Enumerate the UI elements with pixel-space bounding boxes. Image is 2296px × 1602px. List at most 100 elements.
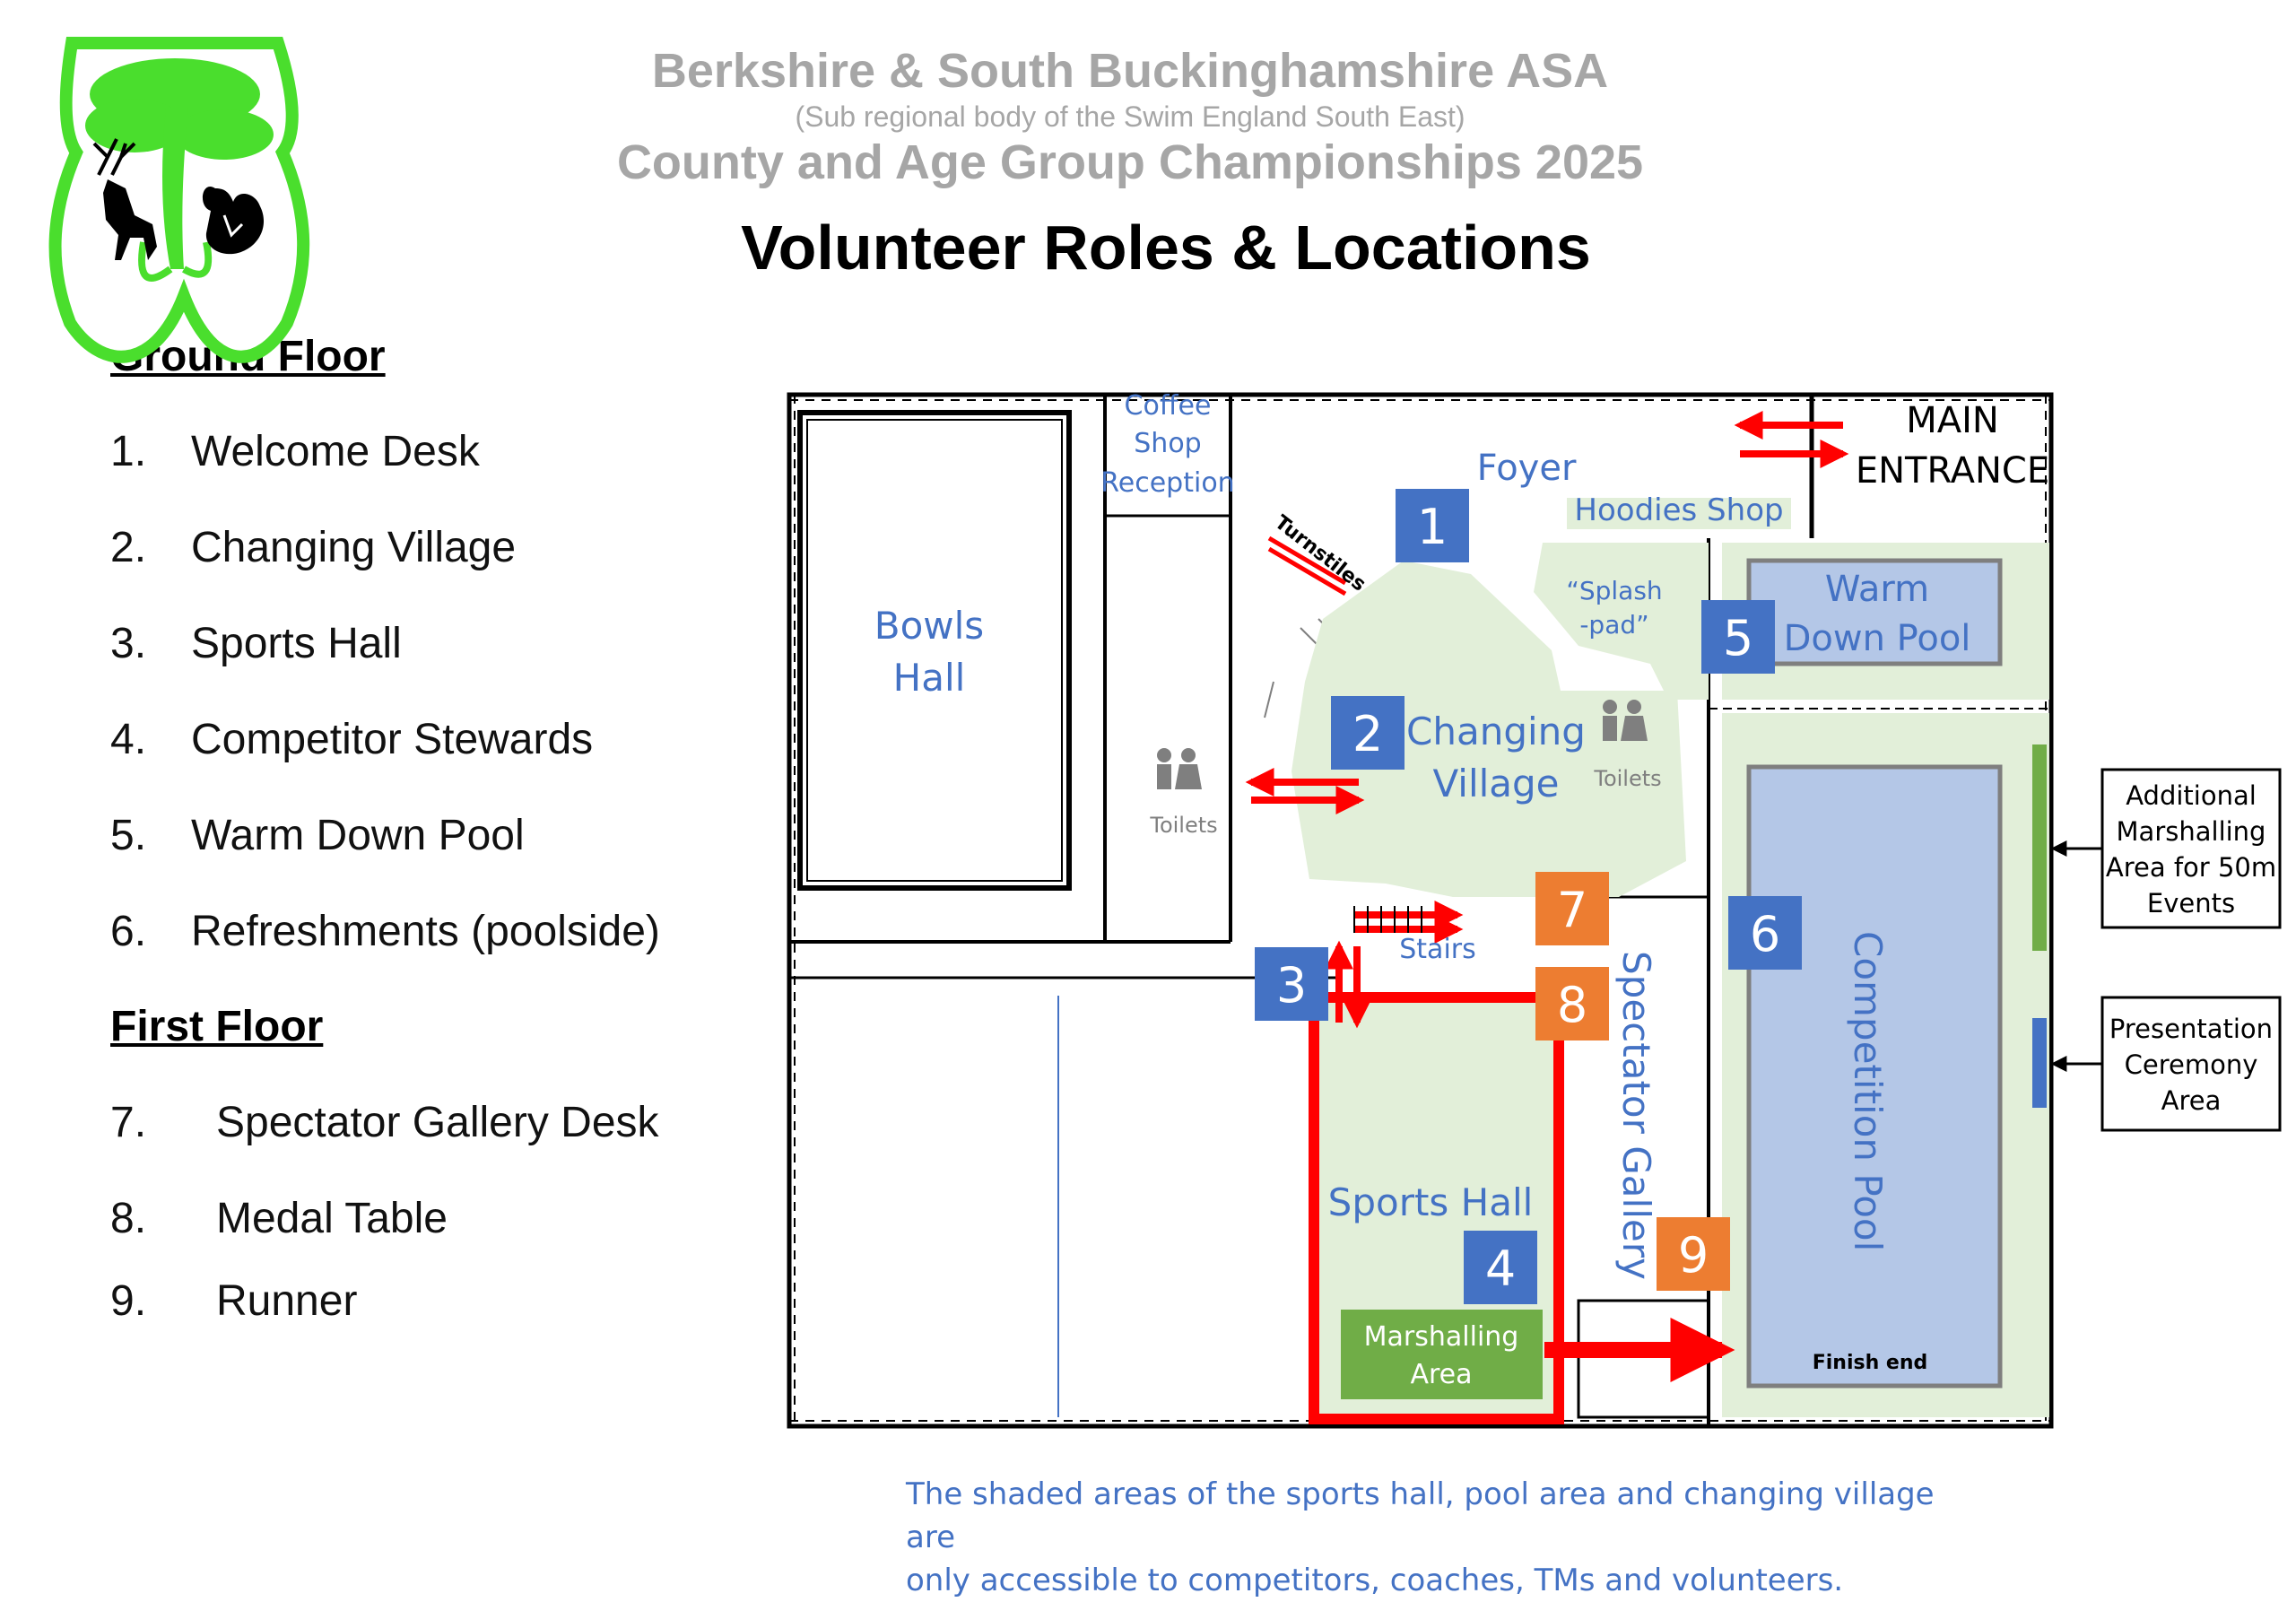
legend-item-label: Competitor Stewards [191,716,594,763]
spectator-gallery-label: Spectator Gallery [1614,951,1658,1280]
svg-text:3: 3 [1276,957,1307,1014]
svg-text:6: 6 [1750,906,1780,962]
changing-village-label-2: Village [1432,762,1559,805]
marshalling-area-label-2: Area [1410,1359,1472,1390]
presentation-area-bar [2032,1018,2047,1108]
organisation-subtitle: (Sub regional body of the Swim England S… [795,100,1465,133]
page-title: Volunteer Roles & Locations [741,213,1591,283]
badge-5: 5 [1701,600,1775,674]
competition-pool-label: Competition Pool [1846,931,1890,1251]
finish-end-label: Finish end [1813,1352,1928,1374]
splash-pad-label: “Splash [1566,576,1662,605]
legend-item-label: Medal Table [216,1195,448,1242]
main-label: MAIN [1906,400,1999,441]
svg-text:Additional: Additional [2126,780,2257,811]
svg-text:9: 9 [1678,1227,1709,1284]
svg-text:Area for 50m: Area for 50m [2106,852,2276,883]
flow-arrows [1245,411,1849,1382]
access-note-line-1: The shaded areas of the sports hall, poo… [906,1476,1935,1555]
legend-item-label: Changing Village [191,524,517,571]
marshalling-area-label: Marshalling [1364,1321,1519,1353]
svg-text:Ceremony: Ceremony [2125,1049,2258,1080]
stairs-label: Stairs [1399,934,1476,965]
legend-item-number: 7. [110,1099,147,1146]
access-note-line-2: only accessible to competitors, coaches,… [906,1563,1844,1598]
badge-2: 2 [1331,696,1405,770]
turnstiles-label: Turnstiles [1270,511,1370,596]
badge-6: 6 [1728,896,1802,970]
toilets-label: Toilets [1593,766,1661,791]
legend-item: 1. Welcome Desk [110,427,480,476]
svg-text:2: 2 [1352,706,1383,762]
warm-down-pool-label-2: Down Pool [1784,618,1971,659]
legend-item: 4. Competitor Stewards [110,715,593,764]
svg-text:Area: Area [2161,1085,2222,1116]
toilets-icon [1157,748,1202,789]
legend-item: 5. Warm Down Pool [110,811,525,860]
legend-item-number: 2. [110,524,147,571]
svg-text:8: 8 [1557,977,1587,1033]
legend-item-label: Warm Down Pool [191,812,525,859]
legend-item-label: Refreshments (poolside) [191,908,660,955]
badge-9: 9 [1657,1217,1730,1291]
changing-village-label: Changing [1406,710,1586,753]
legend-item-number: 8. [110,1195,147,1242]
legend-item-number: 4. [110,716,147,763]
svg-text:1: 1 [1417,499,1448,555]
additional-marshalling-callout: Additional Marshalling Area for 50m Even… [2050,768,2282,929]
reception-label: Reception [1100,467,1234,499]
competition-pool [1746,764,2003,1389]
svg-text:Marshalling: Marshalling [2117,816,2266,847]
legend-item-number: 1. [110,428,147,475]
legend-item-number: 9. [110,1277,147,1325]
additional-marshalling-bar [2032,744,2047,951]
sports-hall-label: Sports Hall [1328,1180,1534,1224]
legend-item-number: 6. [110,908,147,955]
organisation-title: Berkshire & South Buckinghamshire ASA [651,44,1609,98]
svg-text:4: 4 [1485,1241,1516,1297]
badge-8: 8 [1535,967,1609,1040]
presentation-ceremony-callout: Presentation Ceremony Area [2050,996,2282,1132]
entrance-label: ENTRANCE [1856,450,2049,492]
legend-item-label: Spectator Gallery Desk [216,1099,659,1146]
warm-down-pool [1746,558,2003,666]
warm-down-pool-label: Warm [1825,569,1929,610]
foyer-label: Foyer [1477,448,1577,489]
turnstiles-icon [1267,535,1347,596]
stairs-icon [1353,906,1422,933]
badge-1: 1 [1396,489,1469,562]
badge-3: 3 [1255,947,1328,1021]
svg-text:Events: Events [2147,888,2235,919]
marshalling-area [1341,1310,1543,1399]
legend-item-label: Sports Hall [191,620,402,667]
splash-pad-area [1534,543,1709,700]
badge-4: 4 [1464,1231,1537,1304]
first-floor-heading: First Floor [110,1003,324,1050]
logo [48,37,310,363]
hoodies-shop-area [1567,498,1791,529]
shop-label: Shop [1134,428,1201,459]
svg-text:5: 5 [1723,610,1753,666]
svg-text:Presentation: Presentation [2109,1014,2273,1044]
legend-item-label: Welcome Desk [191,428,480,475]
legend-item-label: Runner [216,1277,358,1325]
legend-item: 6. Refreshments (poolside) [110,907,660,956]
bowls-hall-label-2: Hall [893,656,966,700]
sports-hall-route [1309,992,1564,1424]
legend-item: 2. Changing Village [110,523,516,572]
legend-item: 9. Runner [110,1276,357,1326]
legend-item: 8. Medal Table [110,1194,448,1243]
coffee-label: Coffee [1125,390,1212,422]
legend-item-number: 3. [110,620,147,667]
badge-7: 7 [1535,872,1609,945]
bowls-hall-label: Bowls [874,604,984,648]
svg-text:7: 7 [1557,882,1587,938]
access-note: The shaded areas of the sports hall, poo… [906,1473,1982,1602]
legend-item: 3. Sports Hall [110,619,402,668]
changing-village-area [1292,561,1686,897]
legend-item-number: 5. [110,812,147,859]
toilets-label: Toilets [1149,813,1217,838]
toilets-icon [1603,700,1648,741]
hoodies-shop-label: Hoodies Shop [1574,492,1783,528]
